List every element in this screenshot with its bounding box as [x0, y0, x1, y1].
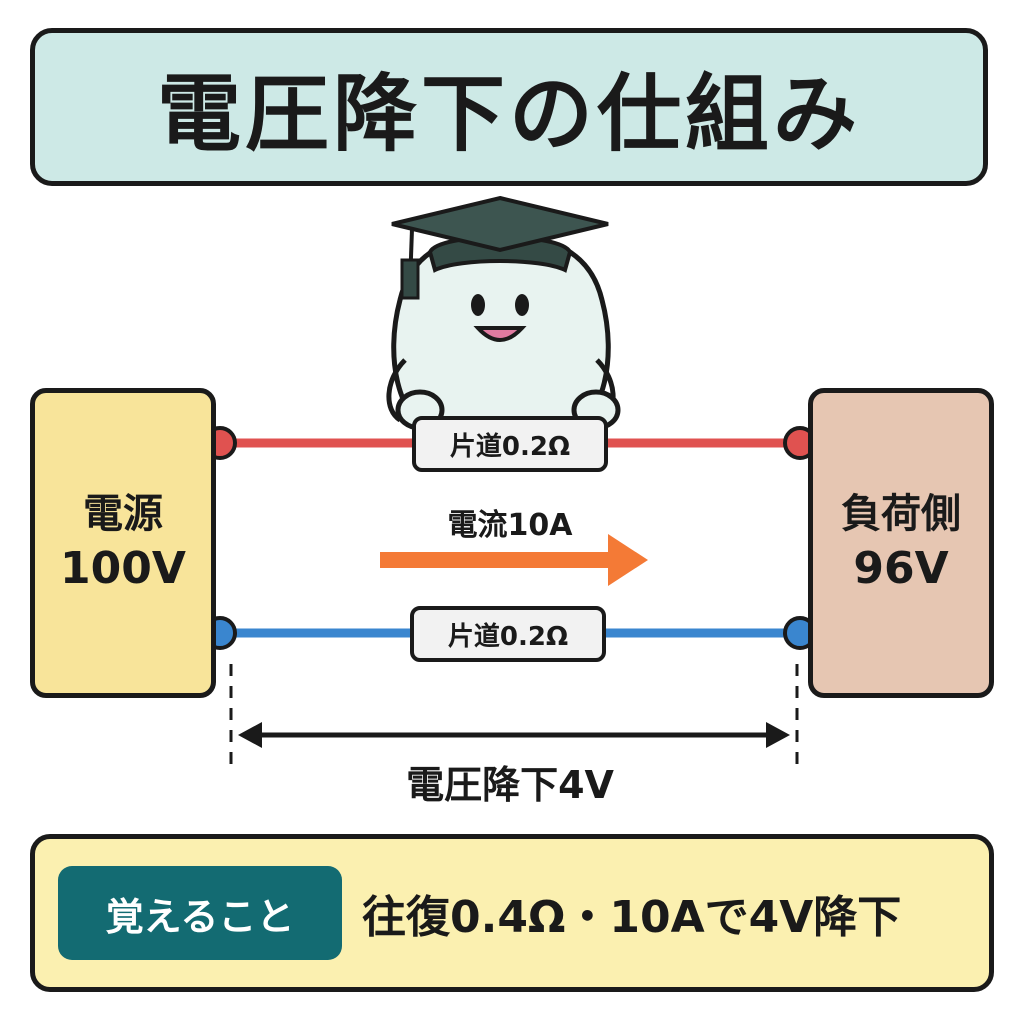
- top-wire-resistance-label: 片道0.2Ω: [412, 416, 608, 472]
- voltage-drop-arrow: [238, 722, 790, 748]
- source-label: 電源: [83, 491, 163, 538]
- summary-badge: 覚えること: [58, 866, 342, 960]
- power-source-box: 電源 100V: [30, 388, 216, 698]
- page-title: 電圧降下の仕組み: [156, 64, 861, 163]
- bottom-wire-resistance-label: 片道0.2Ω: [410, 606, 606, 662]
- voltage-drop-label: 電圧降下4V: [406, 763, 614, 807]
- title-banner: 電圧降下の仕組み: [30, 28, 988, 186]
- source-voltage: 100V: [60, 543, 186, 595]
- current-arrow: [380, 534, 648, 586]
- current-label: 電流10A: [447, 508, 573, 543]
- load-voltage: 96V: [853, 543, 949, 595]
- load-box: 負荷側 96V: [808, 388, 994, 698]
- graduate-mascot-icon: [386, 195, 621, 433]
- summary-text: 往復0.4Ω・10Aで4V降下: [362, 892, 902, 943]
- load-label: 負荷側: [841, 491, 961, 538]
